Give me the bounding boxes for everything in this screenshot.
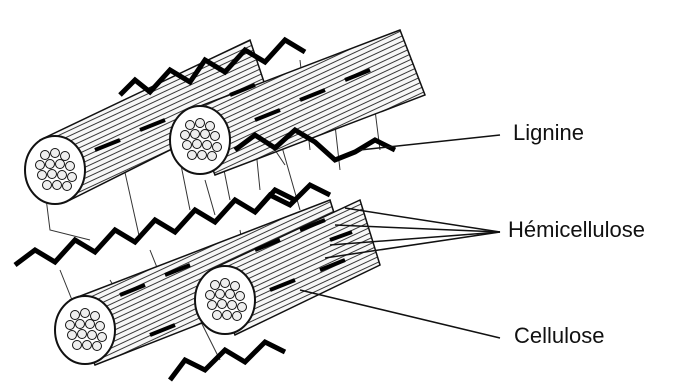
label-lignine: Lignine [513,122,584,144]
cellulose-bundle-upper-right [170,30,425,175]
label-cellulose: Cellulose [514,325,605,347]
cellulose-leader-line [300,290,500,338]
label-hemicellulose: Hémicellulose [508,219,645,241]
